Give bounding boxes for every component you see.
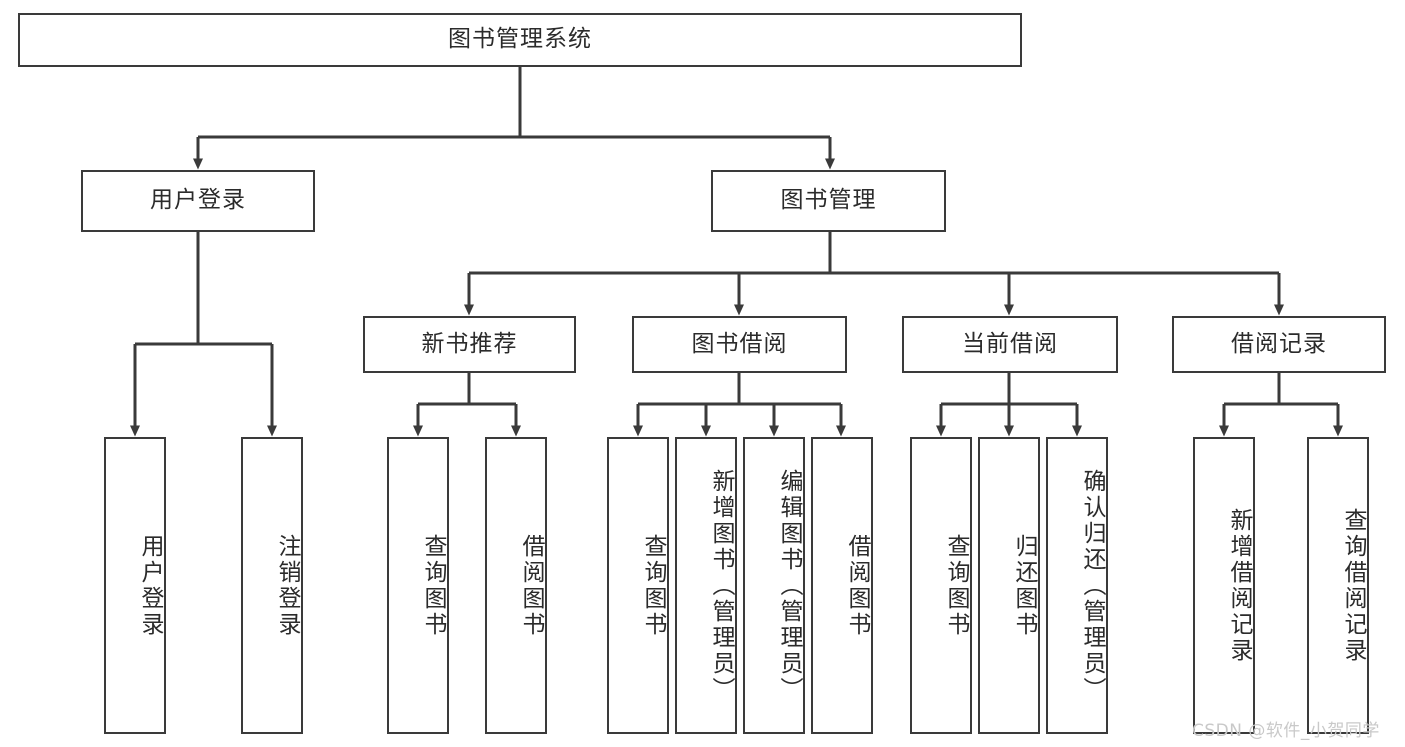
node-leaf-return-book[interactable]: 归还图书 xyxy=(978,437,1040,734)
node-leaf-confirm-return[interactable]: 确认归还（管理员） xyxy=(1046,437,1108,734)
node-label: 图书管理 xyxy=(780,187,877,214)
node-leaf-add-record[interactable]: 新增借阅记录 xyxy=(1193,437,1255,734)
node-label: 注销登录 xyxy=(274,533,300,638)
node-label: 用户登录 xyxy=(137,533,163,638)
node-book-borrow[interactable]: 图书借阅 xyxy=(632,316,847,373)
node-label: 用户登录 xyxy=(150,187,246,214)
node-label: 图书借阅 xyxy=(691,330,788,357)
node-leaf-query-book-3[interactable]: 查询图书 xyxy=(910,437,972,734)
node-leaf-user-login[interactable]: 用户登录 xyxy=(104,437,166,734)
node-leaf-edit-book[interactable]: 编辑图书（管理员） xyxy=(743,437,805,734)
csdn-watermark: CSDN @软件_小贺同学 xyxy=(1192,721,1380,741)
node-leaf-borrow-book-2[interactable]: 借阅图书 xyxy=(811,437,873,734)
node-label: 查询图书 xyxy=(420,533,446,638)
node-leaf-query-book-1[interactable]: 查询图书 xyxy=(387,437,449,734)
node-label: 查询图书 xyxy=(640,533,666,638)
node-user-login[interactable]: 用户登录 xyxy=(81,170,315,232)
node-label: 借阅图书 xyxy=(518,533,544,638)
node-label: 当前借阅 xyxy=(962,330,1058,357)
node-leaf-borrow-book-1[interactable]: 借阅图书 xyxy=(485,437,547,734)
node-root-book-management-system[interactable]: 图书管理系统 xyxy=(18,13,1022,67)
node-leaf-user-logout[interactable]: 注销登录 xyxy=(241,437,303,734)
node-label: 借阅图书 xyxy=(844,533,870,638)
node-borrow-record[interactable]: 借阅记录 xyxy=(1172,316,1386,373)
node-current-borrow[interactable]: 当前借阅 xyxy=(902,316,1118,373)
node-label: 新增借阅记录 xyxy=(1226,507,1252,664)
node-label: 归还图书 xyxy=(1011,533,1037,638)
node-label: 确认归还（管理员） xyxy=(1079,468,1105,703)
node-label: 借阅记录 xyxy=(1231,330,1327,357)
node-label: 图书管理系统 xyxy=(448,26,592,53)
node-label: 查询图书 xyxy=(943,533,969,638)
node-book-management[interactable]: 图书管理 xyxy=(711,170,946,232)
node-leaf-query-record[interactable]: 查询借阅记录 xyxy=(1307,437,1369,734)
node-leaf-add-book[interactable]: 新增图书（管理员） xyxy=(675,437,737,734)
node-label: 新增图书（管理员） xyxy=(708,468,734,703)
node-new-book-recommend[interactable]: 新书推荐 xyxy=(363,316,576,373)
node-leaf-query-book-2[interactable]: 查询图书 xyxy=(607,437,669,734)
node-label: 查询借阅记录 xyxy=(1340,507,1366,664)
node-label: 编辑图书（管理员） xyxy=(776,468,802,703)
node-label: 新书推荐 xyxy=(421,330,518,357)
